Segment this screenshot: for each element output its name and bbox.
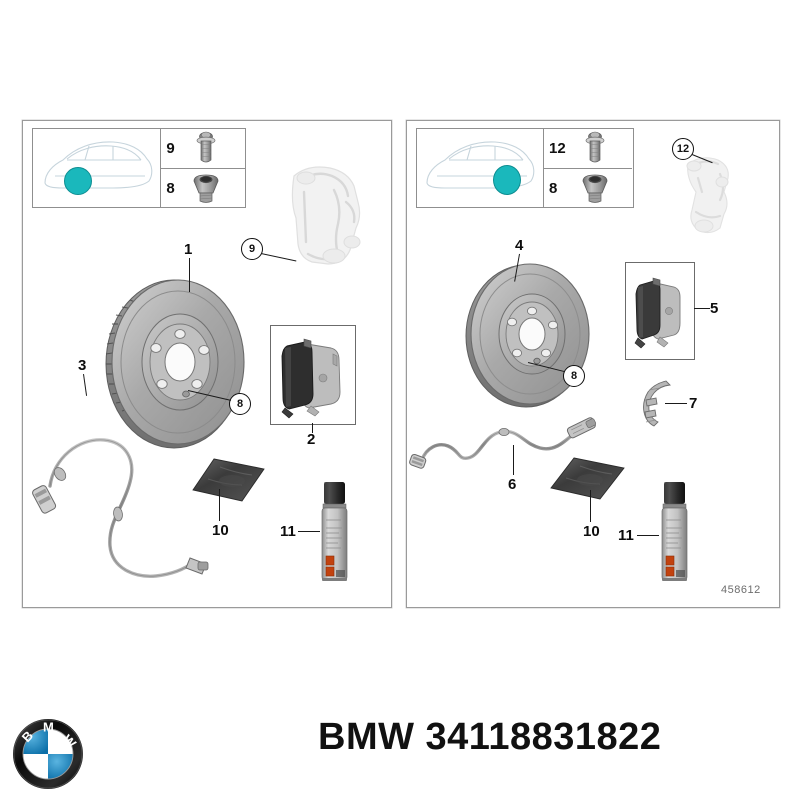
leader-2	[312, 423, 314, 433]
fastener-number: 8	[166, 180, 175, 197]
countersunk-socket-screw-icon	[575, 169, 615, 208]
fastener-row-rear-0: 12	[544, 129, 632, 169]
callout-11-rear: 11	[618, 527, 634, 544]
pad-retaining-spring-art	[636, 378, 680, 435]
grease-sachet-front-art	[190, 455, 268, 510]
leader-10-rear	[590, 490, 592, 522]
brake-pad-pair-icon	[634, 277, 681, 349]
callout-8-text: 8	[236, 398, 244, 410]
countersunk-socket-screw-icon	[186, 169, 226, 208]
brake-pad-box-rear	[625, 262, 695, 360]
leader-1	[189, 258, 191, 292]
vehicle-silhouette-front	[33, 129, 162, 207]
callout-5: 5	[710, 300, 719, 317]
car-outline-icon	[44, 141, 153, 189]
flange-hex-bolt-icon	[186, 129, 226, 168]
callout-12-circle: 12	[672, 138, 694, 160]
spray-can-rear-art	[658, 478, 692, 591]
leader-6	[513, 445, 515, 475]
key-box-rear: 12 8	[416, 128, 634, 208]
callout-2: 2	[307, 431, 316, 448]
brake-disc-vented-art	[100, 272, 260, 455]
brake-pad-box-front	[270, 325, 356, 425]
brake-disc-solid-art	[460, 258, 602, 415]
fastener-number: 8	[549, 180, 558, 197]
callout-10-rear: 10	[583, 523, 600, 540]
leader-7	[665, 403, 687, 405]
spray-can-front-art	[318, 478, 352, 591]
svg-text:M: M	[43, 720, 54, 735]
callout-1: 1	[184, 241, 193, 258]
wheel-highlight-rear	[493, 165, 521, 195]
diagram-reference-number: 458612	[721, 584, 761, 596]
footer-part-number: BMW 34118831822	[318, 716, 662, 758]
fastener-row-front-0: 9	[161, 129, 245, 169]
leader-5	[694, 308, 710, 310]
callout-11-front: 11	[280, 523, 296, 540]
fastener-number: 9	[166, 140, 175, 157]
key-box-front: 9 8	[32, 128, 246, 208]
leader-11-front	[298, 531, 320, 533]
wear-sensor-rear-art	[408, 398, 614, 493]
callout-10-front: 10	[212, 522, 229, 539]
callout-8-circle-rear: 8	[563, 365, 585, 387]
wheel-highlight-front	[64, 167, 92, 195]
bmw-logo-icon: B M W	[13, 719, 83, 789]
caliper-carrier-ghost-front	[272, 158, 382, 283]
callout-9-circle: 9	[241, 238, 263, 260]
caliper-carrier-ghost-rear	[676, 148, 750, 243]
wear-sensor-front-art	[30, 386, 220, 597]
fastener-row-rear-1: 8	[544, 169, 632, 208]
leader-10-front	[219, 489, 221, 521]
flange-hex-bolt-icon	[575, 129, 615, 168]
callout-8-circle-front: 8	[229, 393, 251, 415]
leader-11-rear	[637, 535, 659, 537]
callout-3: 3	[78, 357, 87, 374]
car-outline-icon	[426, 141, 535, 189]
callout-8-text: 8	[570, 370, 578, 382]
vehicle-silhouette-rear	[417, 129, 544, 207]
fastener-row-front-1: 8	[161, 169, 245, 208]
callout-9-text: 9	[248, 243, 256, 255]
brake-pad-pair-icon	[281, 338, 341, 419]
callout-4: 4	[515, 237, 524, 254]
callout-12-text: 12	[676, 143, 690, 155]
grease-sachet-rear-art	[548, 455, 628, 508]
callout-7: 7	[689, 395, 698, 412]
fastener-number: 12	[549, 140, 566, 157]
callout-6: 6	[508, 476, 517, 493]
